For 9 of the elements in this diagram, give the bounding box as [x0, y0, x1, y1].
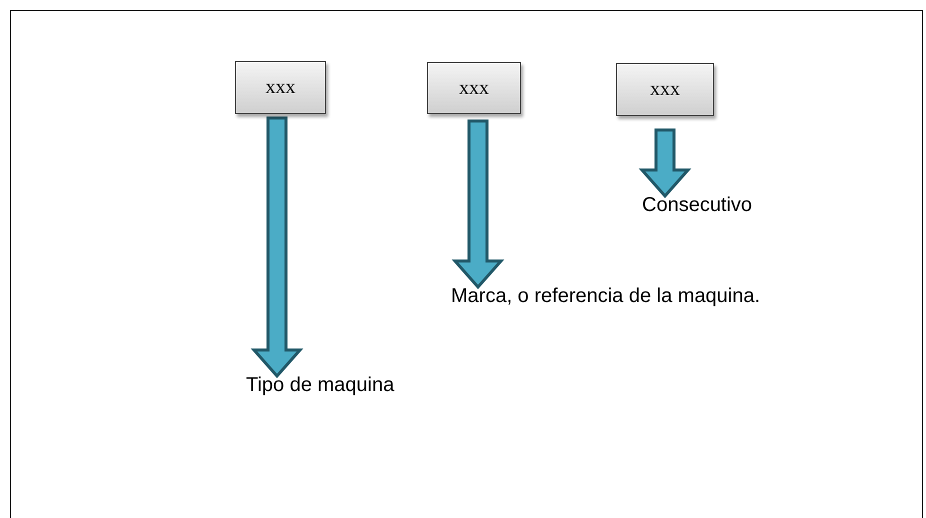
text-label: Marca, o referencia de la maquina.	[451, 285, 760, 308]
process-box: xxx	[235, 61, 326, 114]
block-arrow	[638, 128, 692, 198]
block-arrow	[250, 116, 304, 378]
block-arrow	[452, 120, 504, 290]
text-label: Tipo de maquina	[246, 374, 394, 397]
process-box: xxx	[427, 62, 521, 114]
process-box: xxx	[616, 63, 714, 116]
text-label: Consecutivo	[642, 194, 752, 217]
